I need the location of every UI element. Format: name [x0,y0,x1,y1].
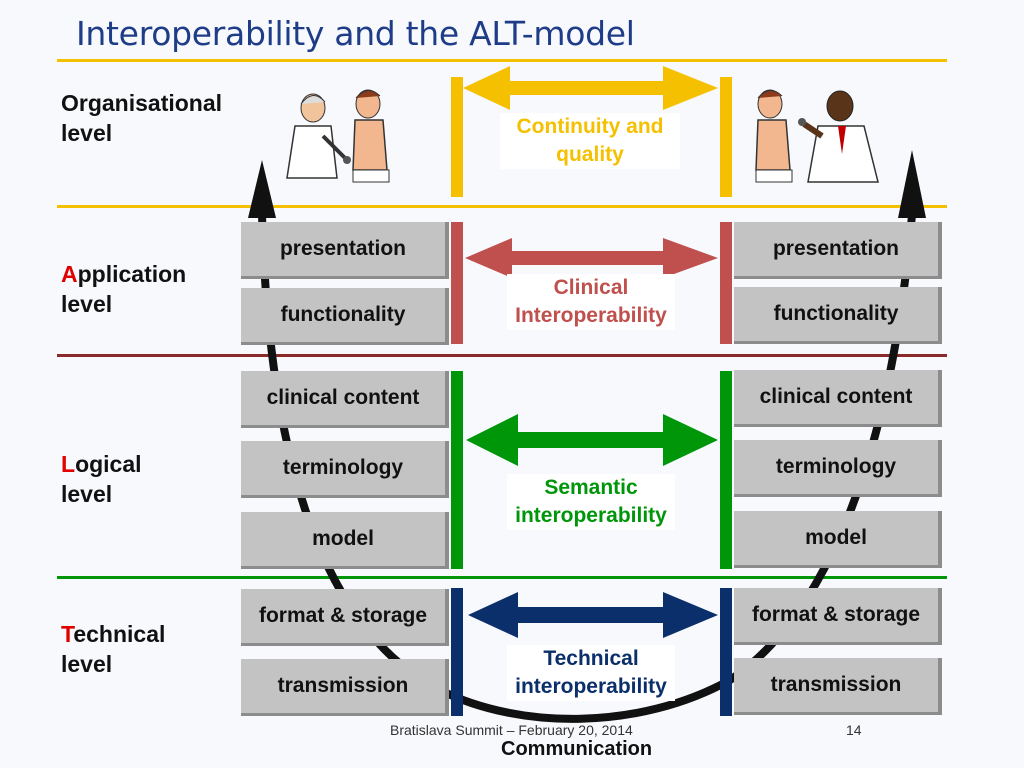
continuity-label-line2: quality [556,143,624,166]
right-org-bar [720,77,732,197]
left-box-format-storage: format & storage [241,589,449,646]
slide-title: Interoperability and the ALT-model [76,14,635,53]
level-label-line2: level [61,291,113,317]
left-app-bar [451,222,463,344]
right-box-presentation: presentation [734,222,942,279]
level-label-line1: Organisational [61,90,223,116]
organisational-level-label: Organisational level [61,88,222,148]
logical-separator-line [57,576,947,579]
technical-label: Technical interoperability [507,645,675,701]
level-label-line1: Technical [61,619,165,649]
right-box-clinical-content: clinical content [734,370,942,427]
level-rest: pplication [77,261,187,287]
right-logical-bar [720,371,732,569]
level-initial: A [61,261,78,287]
right-app-bar [720,222,732,344]
semantic-arrow [466,414,718,466]
organisational-separator-line [57,205,947,208]
level-label-line1: Logical [61,449,142,479]
technical-arrow [468,592,718,638]
technical-label-line2: interoperability [515,675,667,698]
clinical-label-line2: Interoperability [515,304,667,327]
communication-label: Communication [501,738,653,760]
right-box-model: model [734,511,942,568]
left-tech-bar [451,588,463,716]
title-underline [57,59,947,62]
left-box-terminology: terminology [241,441,449,498]
right-box-transmission: transmission [734,658,942,715]
level-label-line2: level [61,481,113,507]
left-logical-bar [451,371,463,569]
left-box-clinical-content: clinical content [241,371,449,428]
semantic-label-line2: interoperability [515,504,667,527]
left-box-model: model [241,512,449,569]
level-rest: ogical [75,451,142,477]
application-separator-line [57,354,947,357]
left-org-bar [451,77,463,197]
left-curve-arrowhead [248,160,276,218]
left-box-presentation: presentation [241,222,449,279]
semantic-label: Semantic interoperability [507,474,675,530]
clinical-label: Clinical Interoperability [507,274,675,330]
level-label-line2: level [61,120,113,146]
right-box-functionality: functionality [734,287,942,344]
continuity-arrow [463,66,718,110]
technical-label-line1: Technical [543,647,639,670]
application-level-label: Application level [61,259,186,319]
left-box-transmission: transmission [241,659,449,716]
technical-level-label: Technical level [61,619,165,679]
level-label-line2: level [61,651,113,677]
level-rest: echnical [73,621,166,647]
page-number: 14 [846,722,862,738]
continuity-label: Continuity and quality [500,113,680,169]
continuity-label-line1: Continuity and [516,115,664,138]
semantic-label-line1: Semantic [544,476,638,499]
clinical-label-line1: Clinical [553,276,629,299]
level-initial: T [61,621,74,647]
doctor-patient-illustration-right [755,89,879,183]
right-box-terminology: terminology [734,440,942,497]
right-box-format-storage: format & storage [734,588,942,645]
right-curve-arrowhead [898,150,926,218]
doctor-patient-illustration-left [286,89,390,183]
logical-level-label: Logical level [61,449,142,509]
level-label-line1: Application [61,259,186,289]
level-initial: L [61,451,76,477]
footer-text: Bratislava Summit – February 20, 2014 [390,722,633,738]
clinical-arrow [465,238,718,278]
right-tech-bar [720,588,732,716]
left-box-functionality: functionality [241,288,449,345]
